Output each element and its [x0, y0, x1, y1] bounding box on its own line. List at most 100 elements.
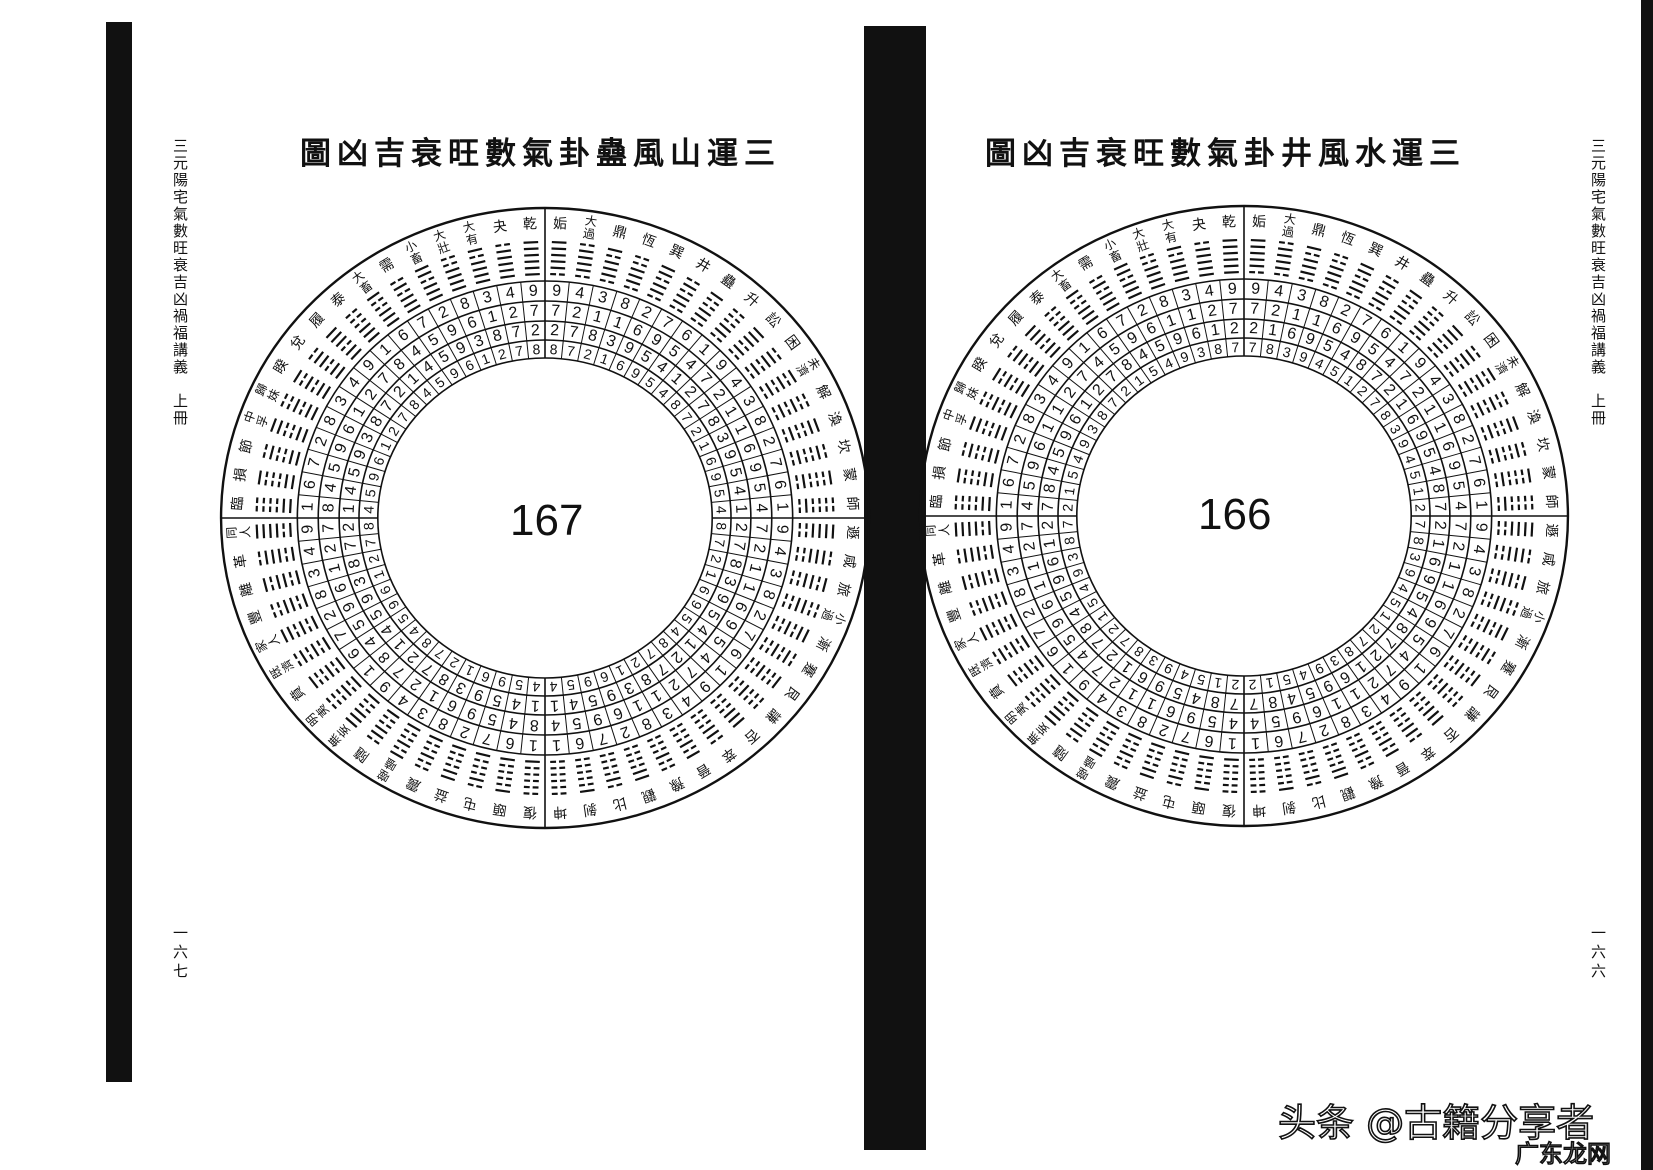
ring-digit: 4 [696, 648, 715, 666]
hexagram-line [345, 680, 351, 686]
hexagram-line [276, 601, 281, 608]
hexagram-line [1499, 597, 1507, 612]
hexagram-line [771, 672, 777, 679]
hexagram-line [786, 380, 792, 387]
hexagram-line [705, 719, 712, 725]
hexagram-line [1448, 360, 1460, 374]
ring-digit: 8 [637, 669, 653, 688]
ring-digit: 4 [360, 505, 376, 514]
ring-digit: 1 [1429, 538, 1447, 549]
hexagram-name-char: 益 [432, 785, 451, 805]
hexagram-line [781, 428, 786, 435]
hexagram-line [420, 279, 427, 285]
hexagram-line [1077, 717, 1084, 723]
ring-digit: 1 [462, 662, 476, 680]
hexagram-line [1223, 258, 1239, 262]
hexagram-line [697, 321, 704, 328]
hexagram-line [1470, 404, 1475, 411]
ring-digit: 9 [1312, 660, 1326, 678]
hexagram-name-char: 畜 [408, 249, 425, 268]
hexagram-line [984, 420, 989, 427]
hexagram-name-char: 巽 [667, 242, 686, 262]
ring-digit: 2 [1449, 541, 1467, 552]
hexagram-line [1222, 238, 1238, 242]
hexagram-name-char: 謙 [1461, 703, 1482, 724]
ring-digit: 7 [659, 314, 675, 333]
hexagram-line [1497, 569, 1501, 576]
hexagram-name-char: 兌 [987, 330, 1008, 351]
ring-digit: 1 [1410, 486, 1427, 496]
hexagram-line [599, 753, 606, 758]
hexagram-name-char: 過 [582, 226, 596, 242]
ring-digit: 1 [591, 308, 604, 327]
hexagram-line [414, 763, 421, 768]
hexagram-line [1017, 677, 1024, 683]
hexagram-line [1050, 306, 1057, 312]
ring-digit: 7 [1395, 368, 1414, 386]
hexagram-line [1520, 441, 1525, 448]
hexagram-line [994, 593, 999, 600]
hexagram-line [1432, 684, 1438, 691]
ring-digit: 3 [1358, 701, 1374, 720]
hexagram-name-char: 咸 [1539, 551, 1557, 567]
ring-digit: 1 [1329, 694, 1344, 713]
hexagram-line [389, 281, 397, 286]
ring-digit: 1 [1076, 338, 1094, 357]
hexagram-line [286, 403, 291, 410]
ring-digit: 1 [360, 661, 379, 679]
hexagram-line [442, 263, 450, 268]
ring-digit: 1 [1185, 306, 1198, 325]
ring-digit: 9 [1178, 348, 1191, 366]
hexagram-line [426, 287, 441, 296]
hexagram-line [723, 317, 730, 323]
hexagram-line [324, 664, 335, 678]
hexagram-line [1396, 319, 1403, 326]
ring-digit: 6 [1329, 319, 1344, 338]
hexagram-line [661, 264, 676, 273]
hexagram-line [341, 695, 347, 701]
hexagram-line [801, 474, 806, 489]
hexagram-line [1045, 337, 1051, 344]
ring-digit: 1 [1444, 560, 1463, 573]
hexagram-line [625, 753, 633, 758]
hexagram-line [755, 358, 761, 365]
ring-digit: 9 [340, 599, 359, 614]
hexagram-line [963, 477, 967, 484]
ring-digit: 8 [321, 413, 340, 428]
hexagram-line [297, 660, 303, 667]
hexagram-line [262, 452, 266, 459]
hexagram-line [498, 769, 505, 773]
hexagram-line [748, 688, 755, 695]
cell-divider [1015, 424, 1090, 456]
ring-digit: 8 [375, 648, 394, 666]
hexagram-line [781, 649, 792, 664]
ring-digit: 4 [1395, 646, 1414, 664]
hexagram-name-char: 大 [1130, 225, 1146, 242]
hexagram-line [749, 657, 755, 663]
ring-digit: 5 [1064, 469, 1081, 481]
cell-divider [1372, 617, 1436, 667]
hexagram-line [550, 266, 566, 270]
hexagram-line [976, 546, 981, 561]
ring-digit: 6 [301, 479, 319, 490]
cell-divider [338, 606, 407, 651]
cell-divider [699, 578, 774, 610]
hexagram-line [801, 555, 805, 562]
hexagram-line [1333, 748, 1340, 753]
hexagram-line [330, 331, 343, 343]
hexagram-name-char: 漸 [1512, 632, 1532, 651]
hexagram-line [990, 422, 995, 429]
scan-edge-left [106, 22, 132, 1082]
hexagram-line [1470, 621, 1475, 628]
hexagram-line [1490, 568, 1495, 575]
hexagram-line [631, 744, 639, 749]
right-center-number: 166 [1198, 490, 1272, 539]
hexagram-line [1480, 616, 1485, 623]
ring-digit: 1 [648, 686, 664, 705]
hexagram-name-char: 姤 [553, 216, 568, 233]
hexagram-line [1515, 601, 1519, 609]
hexagram-line [303, 372, 309, 379]
hexagram-line [1303, 770, 1310, 774]
ring-digit: 9 [695, 677, 713, 696]
hexagram-line [1405, 727, 1419, 738]
